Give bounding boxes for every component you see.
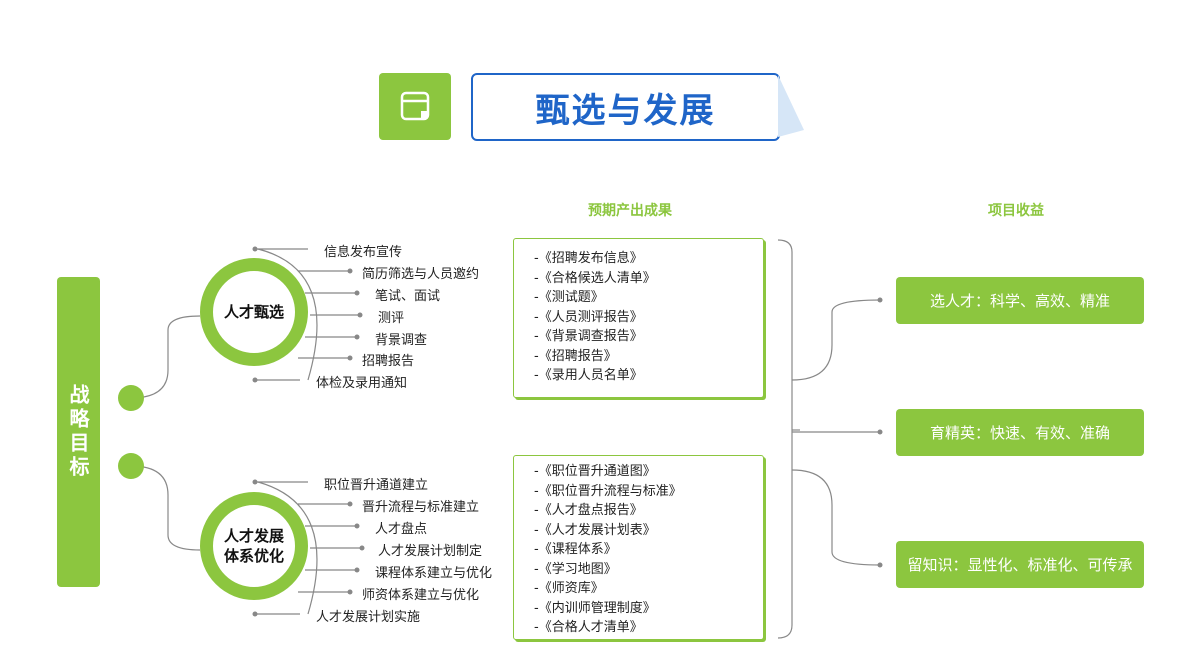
title-icon-box <box>379 73 451 140</box>
output-item: -《学习地图》 <box>534 561 617 577</box>
benefits-header: 项目收益 <box>988 203 1044 219</box>
strategic-goal-label: 战略目标 <box>66 384 90 480</box>
selection-item: 测评 <box>378 311 405 326</box>
output-item: -《合格候选人清单》 <box>534 270 656 286</box>
talent-selection-label: 人才甄选 <box>223 303 284 321</box>
development-item: 课程体系建立与优化 <box>375 566 493 581</box>
development-outputs-box: -《职位晋升通道图》 -《职位晋升流程与标准》 -《人才盘点报告》 -《人才发展… <box>513 455 764 640</box>
talent-development-label: 人才发展 体系优化 <box>224 526 284 566</box>
selection-item: 招聘报告 <box>362 354 415 369</box>
output-item: -《人才发展计划表》 <box>534 522 656 538</box>
benefit-select-talent: 选人才：科学、高效、精准 <box>896 277 1144 324</box>
output-item: -《招聘发布信息》 <box>534 251 643 266</box>
development-item: 人才盘点 <box>375 522 428 537</box>
calendar-icon <box>400 91 430 121</box>
development-item: 职位晋升通道建立 <box>324 478 429 493</box>
selection-item: 简历筛选与人员邀约 <box>362 267 480 282</box>
selection-item: 体检及录用通知 <box>316 376 408 391</box>
outputs-header: 预期产出成果 <box>588 203 672 219</box>
talent-selection-node: 人才甄选 <box>200 258 308 366</box>
talent-development-line1: 人才发展 <box>223 527 284 545</box>
development-outputs-list: -《职位晋升通道图》 -《职位晋升流程与标准》 -《人才盘点报告》 -《人才发展… <box>514 456 763 638</box>
branch-dot-2 <box>118 453 144 479</box>
talent-development-line2: 体系优化 <box>223 547 284 565</box>
output-item: -《内训师管理制度》 <box>534 600 656 616</box>
branch-dot-1 <box>118 385 144 411</box>
output-item: -《测试题》 <box>534 290 604 305</box>
output-item: -《招聘报告》 <box>534 348 617 364</box>
development-item: 晋升流程与标准建立 <box>362 500 480 515</box>
selection-item: 笔试、面试 <box>375 289 441 304</box>
development-item: 人才发展计划制定 <box>378 544 483 559</box>
output-item: -《合格人才清单》 <box>534 620 643 635</box>
output-item: -《录用人员名单》 <box>534 368 643 383</box>
selection-outputs-list: -《招聘发布信息》 -《合格候选人清单》 -《测试题》 -《人员测评报告》 -《… <box>514 239 763 386</box>
benefit-retain-knowledge: 留知识：显性化、标准化、可传承 <box>896 541 1144 588</box>
output-item: -《人员测评报告》 <box>534 309 643 325</box>
development-item: 师资体系建立与优化 <box>362 588 480 603</box>
title-box: 甄选与发展 <box>471 73 780 141</box>
selection-outputs-box: -《招聘发布信息》 -《合格候选人清单》 -《测试题》 -《人员测评报告》 -《… <box>513 238 764 398</box>
output-item: -《背景调查报告》 <box>534 329 643 344</box>
talent-development-node: 人才发展 体系优化 <box>200 492 308 600</box>
selection-item: 背景调查 <box>375 333 428 348</box>
output-item: -《职位晋升流程与标准》 <box>534 483 682 499</box>
strategic-goal-bar: 战略目标 <box>57 277 100 587</box>
title-shadow <box>778 75 804 137</box>
selection-item: 信息发布宣传 <box>324 245 403 260</box>
page-title: 甄选与发展 <box>535 90 716 131</box>
output-item: -《师资库》 <box>534 581 604 596</box>
benefit-develop-elite: 育精英：快速、有效、准确 <box>896 409 1144 456</box>
development-item: 人才发展计划实施 <box>316 610 421 625</box>
output-item: -《职位晋升通道图》 <box>534 464 656 479</box>
output-item: -《课程体系》 <box>534 542 617 557</box>
output-item: -《人才盘点报告》 <box>534 503 643 518</box>
